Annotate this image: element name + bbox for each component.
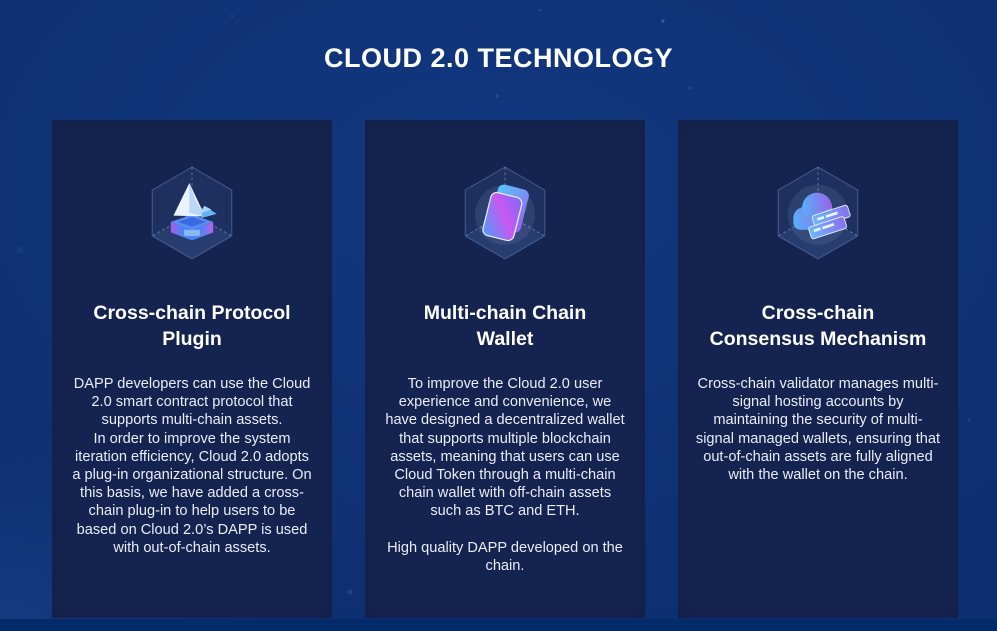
card-multi-chain-wallet: Multi-chain Chain Wallet To improve the … — [365, 120, 645, 618]
footer-bar — [0, 619, 997, 631]
wallet-icon — [452, 160, 558, 266]
card-cross-chain-protocol-plugin: Cross-chain Protocol Plugin DAPP develop… — [52, 120, 332, 618]
card-body: DAPP developers can use the Cloud 2.0 sm… — [72, 376, 312, 556]
card-body: To improve the Cloud 2.0 user experience… — [385, 376, 625, 575]
page-title: CLOUD 2.0 TECHNOLOGY — [323, 43, 674, 74]
card-title: Cross-chain Consensus Mechanism — [709, 302, 927, 350]
iceberg-icon — [139, 160, 245, 266]
card-cross-chain-consensus: Cross-chain Consensus Mechanism Cross-ch… — [678, 120, 958, 618]
card-title: Cross-chain Protocol Plugin — [93, 302, 291, 350]
cloud-icon — [765, 160, 871, 266]
card-title: Multi-chain Chain Wallet — [423, 302, 587, 350]
feature-cards: Cross-chain Protocol Plugin DAPP develop… — [52, 120, 958, 618]
card-body: Cross-chain validator manages multi-sign… — [695, 376, 941, 484]
